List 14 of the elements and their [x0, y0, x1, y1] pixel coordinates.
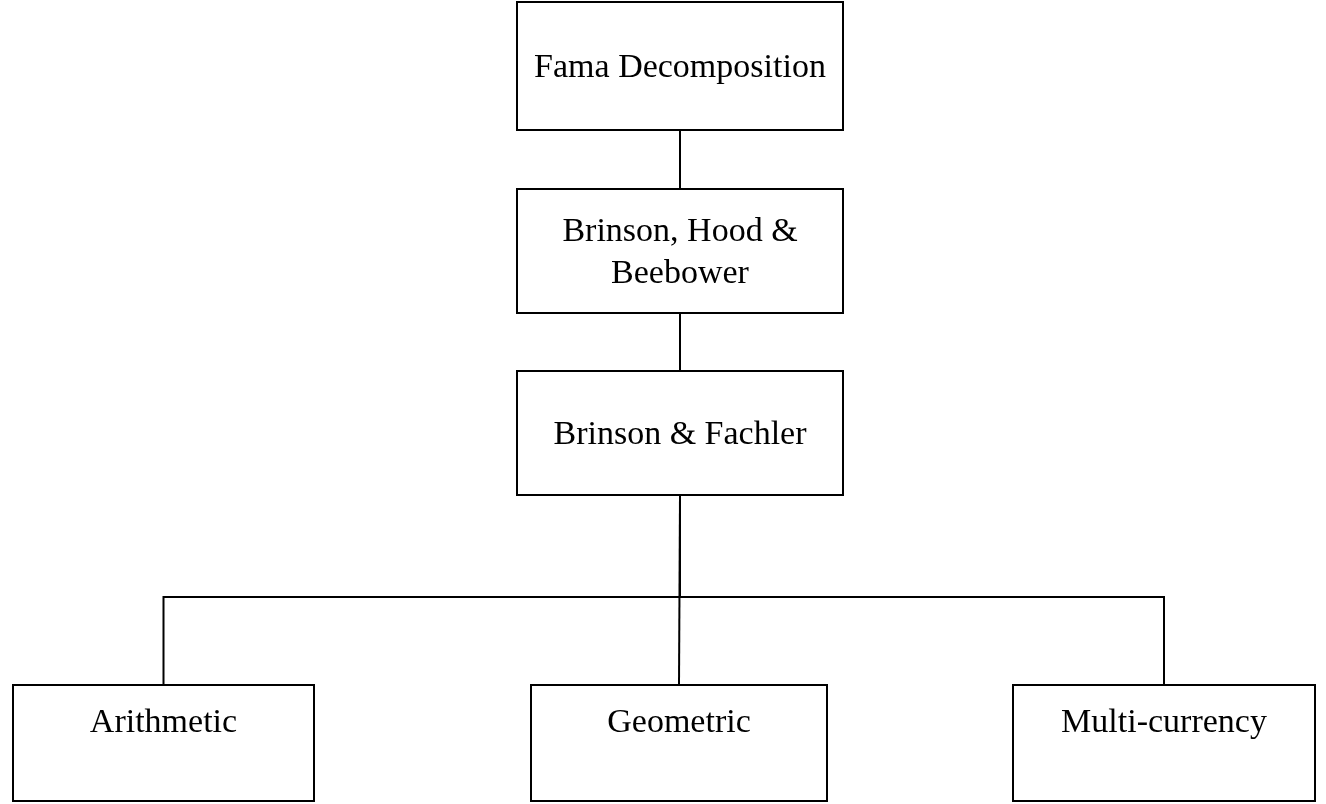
process-box — [516, 188, 844, 314]
process-box — [516, 1, 844, 131]
box-label: Brinson & Fachler — [553, 412, 807, 453]
connector-line — [679, 130, 681, 189]
box-label: Fama Decomposition — [534, 45, 826, 86]
process-box — [1012, 684, 1316, 802]
process-box — [530, 684, 828, 802]
box-label: Brinson, Hood & Beebower — [561, 209, 799, 292]
box-label: Geometric — [607, 701, 751, 741]
box-label: Multi-currency — [1061, 701, 1267, 741]
connector-line — [679, 313, 681, 371]
process-box — [516, 370, 844, 496]
process-box — [12, 684, 315, 802]
box-label: Arithmetic — [89, 701, 238, 741]
